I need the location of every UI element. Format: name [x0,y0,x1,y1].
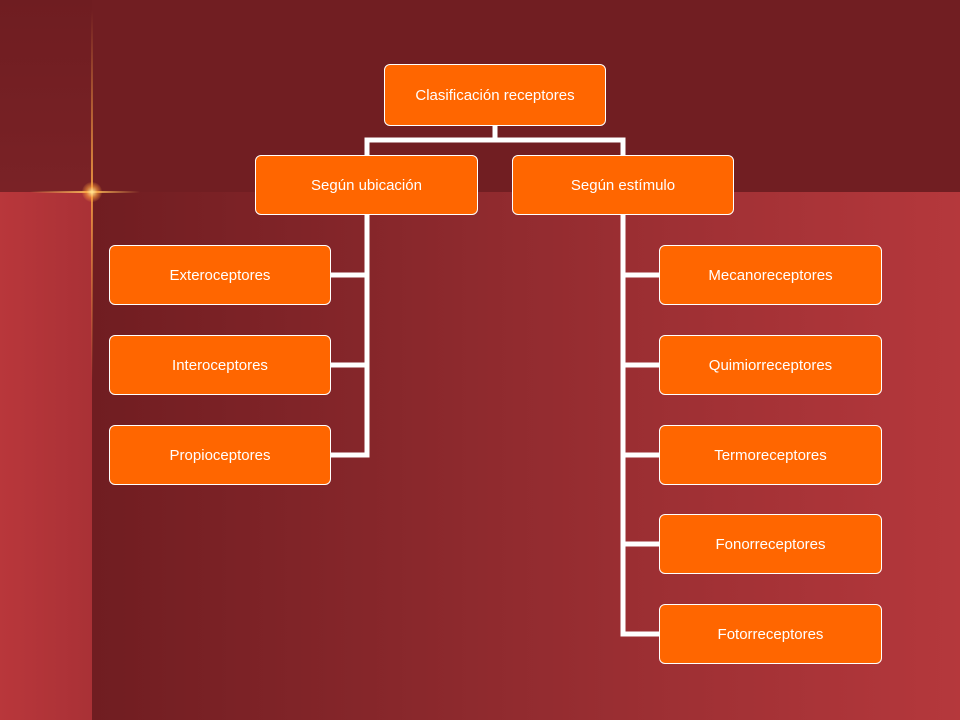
background-left-strip [0,192,92,720]
node-leaf-interoceptores: Interoceptores [109,335,331,395]
node-leaf-termoreceptores: Termoreceptores [659,425,882,485]
node-root: Clasificación receptores [384,64,606,126]
node-leaf-quimiorreceptores: Quimiorreceptores [659,335,882,395]
node-leaf-propioceptores: Propioceptores [109,425,331,485]
node-branch-ubicacion: Según ubicación [255,155,478,215]
background-top-left [0,0,92,192]
node-leaf-fotorreceptores: Fotorreceptores [659,604,882,664]
node-leaf-exteroceptores: Exteroceptores [109,245,331,305]
node-branch-estimulo: Según estímulo [512,155,734,215]
node-leaf-mecanoreceptores: Mecanoreceptores [659,245,882,305]
sparkle-star-icon [82,182,102,202]
node-leaf-fonorreceptores: Fonorreceptores [659,514,882,574]
